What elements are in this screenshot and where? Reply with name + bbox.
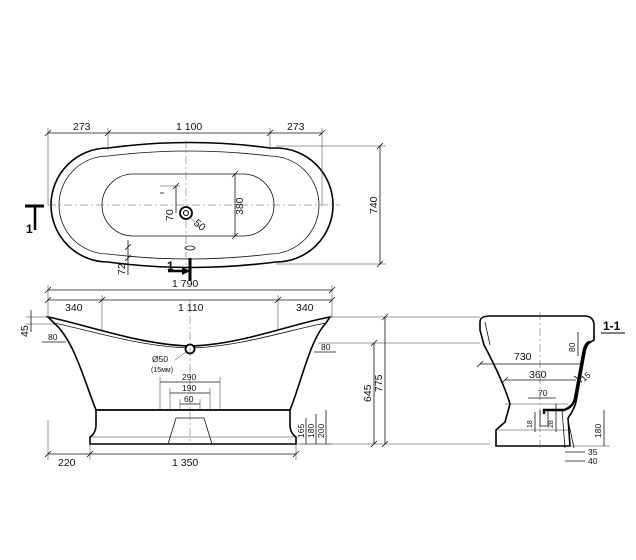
- top-view: 273 1 100 273 740 380 70 50 72 1: [25, 121, 386, 281]
- dim-1100: 1 100: [176, 121, 202, 133]
- dim-50: 50: [191, 217, 208, 234]
- tub-front-body: [45, 315, 332, 411]
- dim-273-right: 273: [287, 121, 305, 133]
- section-dim-18: 18: [527, 420, 534, 428]
- section-marker-left: 1: [25, 204, 44, 236]
- section-marker-bottom: 1: [167, 258, 192, 281]
- drain-pipe: [542, 340, 591, 414]
- dim-190: 190: [182, 383, 196, 393]
- dim-645: 645: [362, 384, 374, 402]
- dim-60: 60: [184, 394, 194, 404]
- section-dim-28: 28: [548, 420, 555, 428]
- section-dim-180: 180: [593, 424, 603, 438]
- dim-1110: 1 110: [178, 302, 204, 314]
- dim-165: 165: [296, 424, 306, 438]
- dim-290: 290: [182, 372, 196, 382]
- dim-380: 380: [234, 197, 246, 215]
- svg-text:1: 1: [167, 259, 174, 273]
- dim-273-left: 273: [73, 121, 91, 133]
- section-dim-70: 70: [538, 388, 548, 398]
- front-view: 1 790 340 1 110 340 45 80 80 Ø50 (15мм) …: [19, 278, 490, 469]
- dim-340-right: 340: [296, 302, 314, 314]
- dim-80-right: 80: [321, 342, 331, 352]
- drain-diameter: Ø50: [152, 354, 168, 364]
- section-dim-35: 35: [588, 447, 598, 457]
- tub-pedestal: [89, 409, 297, 445]
- section-title: 1-1: [603, 319, 621, 333]
- dim-340-left: 340: [65, 302, 83, 314]
- dim-775: 775: [373, 374, 385, 392]
- dim-72: 72: [116, 263, 128, 275]
- section-body: [479, 315, 595, 447]
- tub-inner-rim: [58, 150, 320, 260]
- section-dim-730: 730: [514, 351, 532, 363]
- dim-80-left: 80: [48, 332, 58, 342]
- dim-220: 220: [58, 457, 76, 469]
- section-dim-80: 80: [567, 342, 577, 352]
- dim-70: 70: [164, 209, 176, 221]
- section-dim-40: 40: [588, 456, 598, 466]
- dim-45: 45: [19, 325, 31, 337]
- section-view: 1-1 730 80 360 15 70 18 28 180 35 40: [476, 312, 625, 466]
- svg-text:1: 1: [26, 222, 33, 236]
- dim-1790: 1 790: [172, 278, 198, 290]
- dim-740: 740: [368, 196, 380, 214]
- dim-1350: 1 350: [172, 457, 198, 469]
- drain-note: (15мм): [151, 367, 173, 374]
- dim-200: 200: [316, 424, 326, 438]
- dim-180: 180: [306, 424, 316, 438]
- section-dim-360: 360: [529, 369, 547, 381]
- drain-circle-inner: [183, 210, 189, 216]
